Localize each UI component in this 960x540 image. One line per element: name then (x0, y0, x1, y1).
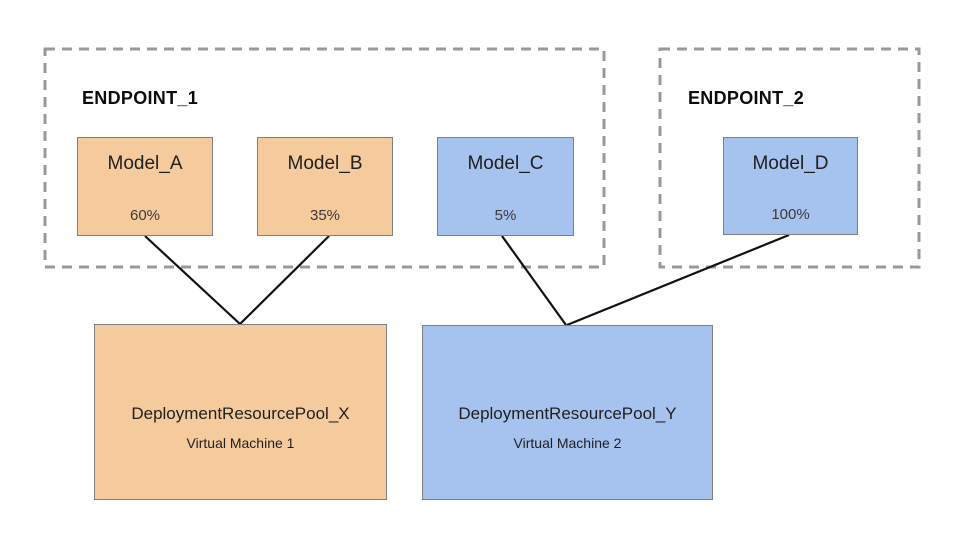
model-box-model-b: Model_B 35% (257, 137, 393, 236)
model-name: Model_C (467, 153, 544, 174)
connection-line-model-d-pool-y (566, 233, 790, 327)
traffic-split-label: 60% (129, 207, 161, 224)
model-name: Model_D (752, 153, 829, 174)
pool-box-deployment-resource-pool-y: DeploymentResourcePool_Y Virtual Machine… (422, 325, 713, 500)
model-name: Model_B (287, 153, 363, 174)
pool-name: DeploymentResourcePool_Y (458, 404, 677, 423)
pool-machine-label: Virtual Machine 1 (186, 434, 295, 451)
model-box-model-c: Model_C 5% (437, 137, 574, 236)
connection-line-model-c-pool-y (501, 235, 567, 326)
connection-line-model-b-pool-x (239, 235, 330, 325)
pool-box-deployment-resource-pool-x: DeploymentResourcePool_X Virtual Machine… (94, 324, 387, 500)
connection-line-model-a-pool-x (144, 235, 241, 325)
endpoint-2-label: ENDPOINT_2 (688, 88, 805, 108)
model-name: Model_A (107, 153, 183, 174)
traffic-split-label: 5% (494, 207, 517, 224)
model-box-model-d: Model_D 100% (723, 137, 858, 235)
model-box-model-a: Model_A 60% (77, 137, 213, 236)
endpoint-1-label: ENDPOINT_1 (82, 88, 199, 108)
pool-name: DeploymentResourcePool_X (131, 403, 350, 423)
traffic-split-label: 35% (309, 207, 341, 224)
traffic-split-label: 100% (771, 206, 810, 223)
endpoint-1-boundary (43, 47, 606, 269)
pool-machine-label: Virtual Machine 2 (513, 435, 622, 451)
